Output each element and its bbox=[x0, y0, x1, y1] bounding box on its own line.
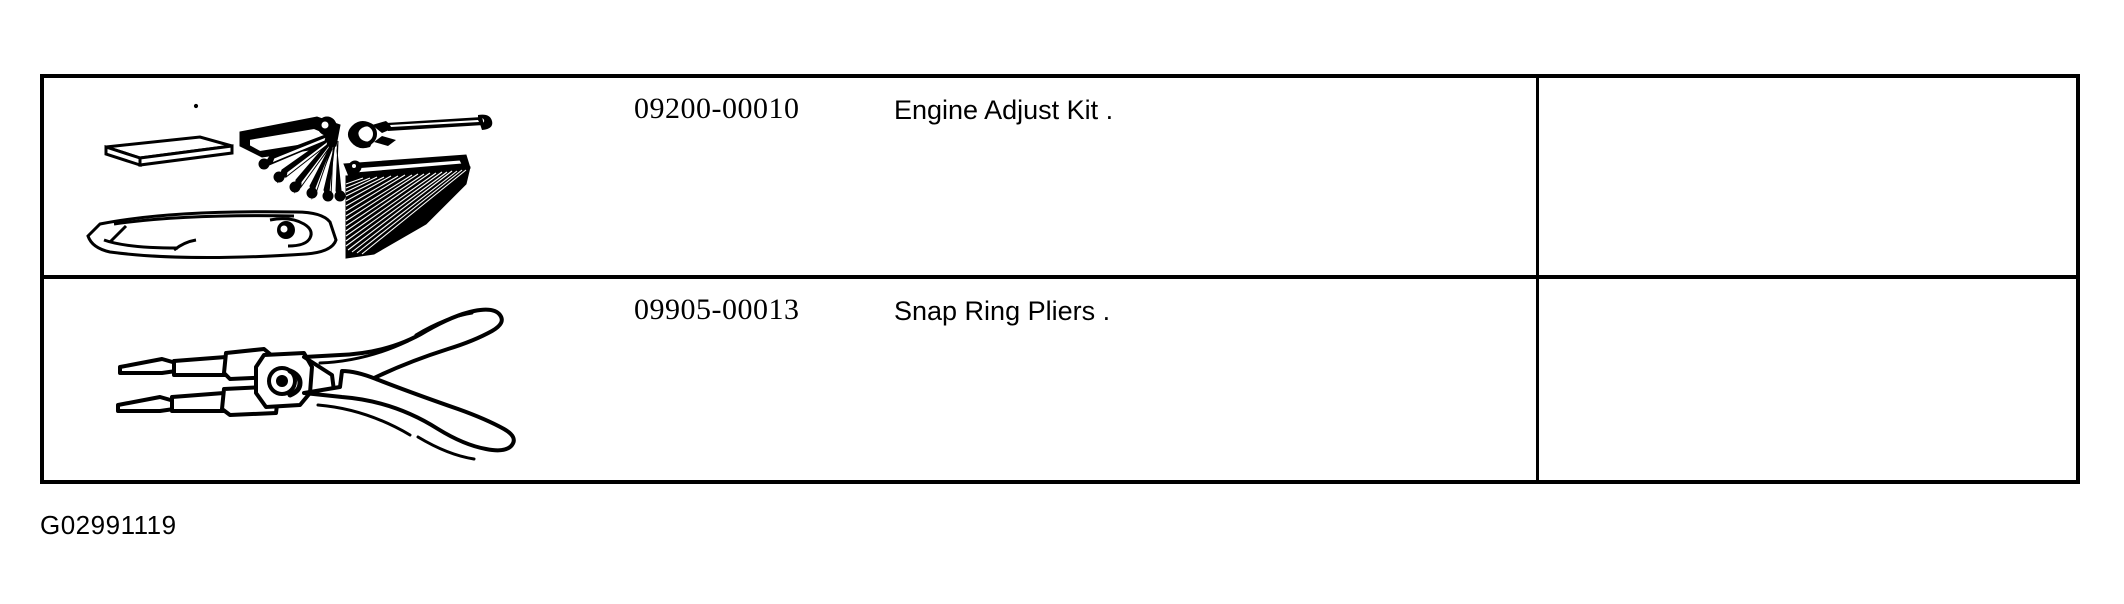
tool-info-cell: 09200-00010 Engine Adjust Kit . bbox=[604, 78, 1536, 275]
engine-adjust-kit-illustration bbox=[86, 103, 493, 260]
tool-note-cell bbox=[1536, 279, 2076, 480]
part-number: 09905-00013 bbox=[634, 293, 800, 326]
tool-info-cell: 09905-00013 Snap Ring Pliers . bbox=[604, 279, 1536, 480]
part-description: Engine Adjust Kit . bbox=[894, 95, 1114, 125]
table-row: 09905-00013 Snap Ring Pliers . bbox=[44, 279, 2076, 480]
tool-illustration-cell bbox=[44, 78, 604, 275]
special-tools-table: 09200-00010 Engine Adjust Kit . bbox=[40, 74, 2080, 484]
tool-note-cell bbox=[1536, 78, 2076, 275]
part-description: Snap Ring Pliers . bbox=[894, 296, 1111, 326]
table-row: 09200-00010 Engine Adjust Kit . bbox=[44, 78, 2076, 279]
snap-ring-pliers-illustration bbox=[116, 307, 516, 461]
tool-illustration-cell bbox=[44, 279, 604, 480]
part-number: 09200-00010 bbox=[634, 92, 800, 125]
figure-caption: G02991119 bbox=[40, 510, 177, 540]
